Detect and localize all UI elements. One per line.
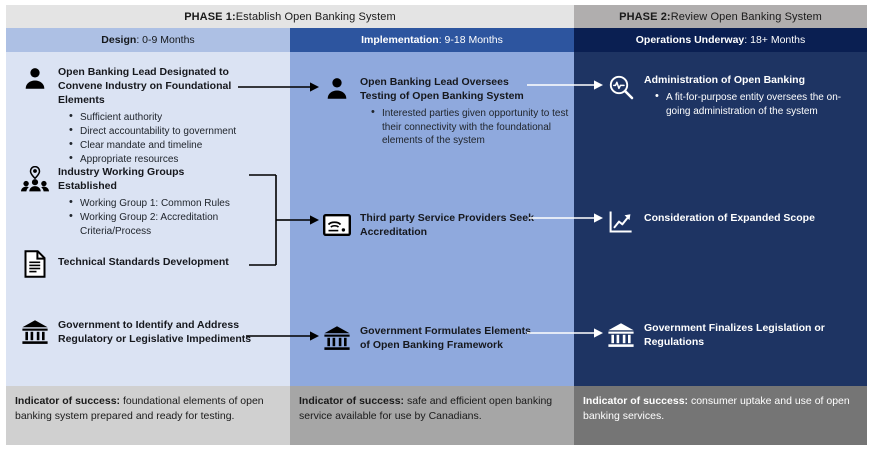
indicator-label: Indicator of success: <box>583 395 689 407</box>
block-heading: Government Finalizes Legislation or Regu… <box>644 322 825 348</box>
block-bullets: Working Group 1: Common Rules Working Gr… <box>58 196 272 238</box>
indicator-row: Indicator of success: foundational eleme… <box>6 386 867 445</box>
block-heading: Consideration of Expanded Scope <box>644 212 815 224</box>
stage-header-implementation: Implementation: 9-18 Months <box>290 28 574 52</box>
id-card-icon <box>322 210 352 240</box>
bank-icon <box>606 320 636 350</box>
phase-2-label-rest: Review Open Banking System <box>670 10 822 23</box>
block-heading: Industry Working Groups Established <box>58 166 185 192</box>
indicator-text: safe and efficient open banking service … <box>299 395 553 422</box>
block-technical-standards-development: Technical Standards Development <box>20 249 272 279</box>
phase-1-label-rest: Establish Open Banking System <box>235 10 396 23</box>
list-item: Clear mandate and timeline <box>69 138 272 153</box>
chart-growth-icon <box>606 207 636 237</box>
list-item: Interested parties given opportunity to … <box>371 106 570 148</box>
phase-header-row: PHASE 1: Establish Open Banking System P… <box>6 5 867 28</box>
column-implementation: Open Banking Lead Oversees Testing of Op… <box>290 52 574 386</box>
phase-2-header: PHASE 2: Review Open Banking System <box>574 5 867 28</box>
stage-operations-duration: : 18+ Months <box>744 34 806 46</box>
stage-implementation-name: Implementation <box>361 34 439 46</box>
list-item: A fit-for-purpose entity oversees the on… <box>655 90 852 118</box>
block-heading: Open Banking Lead Oversees Testing of Op… <box>360 76 524 102</box>
block-administration-of-open-banking: Administration of Open Banking A fit-for… <box>606 72 858 119</box>
stage-implementation-duration: : 9-18 Months <box>438 34 503 46</box>
bank-icon <box>20 317 50 347</box>
block-industry-working-groups: Industry Working Groups Established Work… <box>20 164 272 239</box>
block-heading: Open Banking Lead Designated to Convene … <box>58 66 232 106</box>
indicator-implementation: Indicator of success: safe and efficient… <box>290 386 574 445</box>
block-heading: Government Formulates Elements of Open B… <box>360 325 531 351</box>
stage-operations-name: Operations Underway <box>635 34 745 46</box>
list-item: Direct accountability to government <box>69 124 272 139</box>
phase-1-label-bold: PHASE 1: <box>184 10 236 23</box>
phase-1-header: PHASE 1: Establish Open Banking System <box>6 5 574 28</box>
block-heading: Third party Service Providers Seek Accre… <box>360 212 534 238</box>
indicator-operations: Indicator of success: consumer uptake an… <box>574 386 867 445</box>
block-heading: Administration of Open Banking <box>644 74 806 86</box>
phase-2-label-bold: PHASE 2: <box>619 10 671 23</box>
column-design: Open Banking Lead Designated to Convene … <box>6 52 290 386</box>
diagram-body: Open Banking Lead Designated to Convene … <box>6 52 867 386</box>
indicator-label: Indicator of success: <box>15 395 121 407</box>
block-bullets: Sufficient authority Direct accountabili… <box>58 110 272 167</box>
block-bullets: A fit-for-purpose entity oversees the on… <box>644 90 852 118</box>
indicator-design: Indicator of success: foundational eleme… <box>6 386 290 445</box>
block-heading: Technical Standards Development <box>58 256 229 268</box>
block-open-banking-lead-designated: Open Banking Lead Designated to Convene … <box>20 64 272 167</box>
stage-header-design: Design: 0-9 Months <box>6 28 290 52</box>
list-item: Working Group 1: Common Rules <box>69 196 272 211</box>
magnifier-pulse-icon <box>606 72 636 102</box>
block-heading: Government to Identify and Address Regul… <box>58 319 252 345</box>
stage-header-row: Design: 0-9 Months Implementation: 9-18 … <box>6 28 867 52</box>
block-government-formulates-framework: Government Formulates Elements of Open B… <box>322 323 562 353</box>
block-third-party-accreditation: Third party Service Providers Seek Accre… <box>322 210 562 240</box>
block-lead-oversees-testing: Open Banking Lead Oversees Testing of Op… <box>322 74 568 148</box>
list-item: Working Group 2: Accreditation Criteria/… <box>69 210 272 238</box>
block-government-identify-impediments: Government to Identify and Address Regul… <box>20 317 272 347</box>
indicator-label: Indicator of success: <box>299 395 405 407</box>
block-bullets: Interested parties given opportunity to … <box>360 106 570 148</box>
person-icon <box>20 64 50 94</box>
open-banking-roadmap-diagram: PHASE 1: Establish Open Banking System P… <box>6 5 867 445</box>
indicator-text: consumer uptake and use of open banking … <box>583 395 850 422</box>
list-item: Appropriate resources <box>69 152 272 167</box>
stage-header-operations: Operations Underway: 18+ Months <box>574 28 867 52</box>
stage-design-name: Design <box>101 34 137 46</box>
people-group-icon <box>20 164 50 194</box>
column-operations: Administration of Open Banking A fit-for… <box>574 52 867 386</box>
block-government-finalizes-legislation: Government Finalizes Legislation or Regu… <box>606 320 858 350</box>
list-item: Sufficient authority <box>69 110 272 125</box>
block-consideration-expanded-scope: Consideration of Expanded Scope <box>606 207 858 237</box>
person-icon <box>322 74 352 104</box>
stage-design-duration: : 0-9 Months <box>136 34 195 46</box>
document-icon <box>20 249 50 279</box>
bank-icon <box>322 323 352 353</box>
indicator-text: foundational elements of open banking sy… <box>15 395 264 422</box>
